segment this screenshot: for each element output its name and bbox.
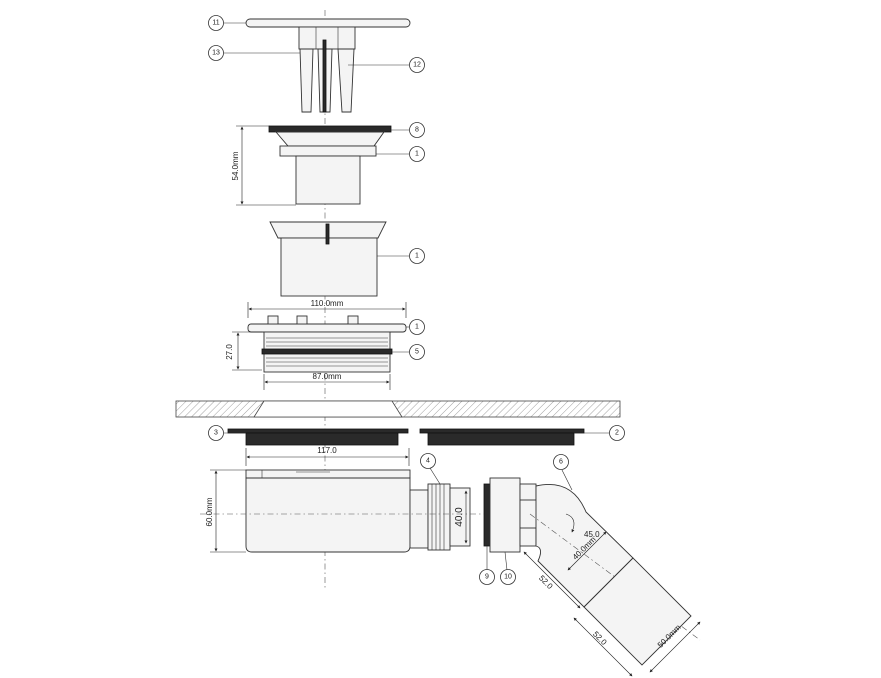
dim-110-label: 110.0mm bbox=[311, 299, 344, 308]
dimension-117: 117.0 bbox=[245, 446, 410, 466]
gasket-3 bbox=[245, 432, 399, 446]
thread-band-5 bbox=[261, 348, 393, 355]
threaded-outlet-4 bbox=[427, 483, 451, 551]
tube-1a bbox=[295, 155, 361, 205]
drain-body bbox=[245, 469, 471, 553]
svg-text:1: 1 bbox=[415, 253, 419, 260]
callout-10: 10 bbox=[500, 569, 516, 585]
dimension-54: 54.0mm bbox=[231, 125, 296, 206]
gasket-3-lip bbox=[227, 428, 409, 434]
flange-1a bbox=[279, 145, 377, 157]
callout-1-middle: 1 bbox=[409, 248, 425, 264]
dim-52a-label: 52.0 bbox=[537, 574, 555, 592]
callout-4: 4 bbox=[420, 453, 436, 469]
dimension-87: 87.0mm bbox=[263, 372, 391, 390]
dim-40-vertical-label: 40.0 bbox=[454, 507, 465, 527]
leg-right bbox=[337, 48, 355, 113]
svg-text:13: 13 bbox=[212, 50, 220, 57]
callout-11: 11 bbox=[208, 15, 224, 31]
floor-slab bbox=[175, 400, 621, 418]
svg-text:11: 11 bbox=[212, 20, 219, 27]
threaded-flange bbox=[247, 315, 407, 373]
dimension-27: 27.0 bbox=[225, 331, 262, 371]
callout-1-top: 1 bbox=[409, 146, 425, 162]
svg-text:6: 6 bbox=[559, 459, 563, 466]
svg-text:10: 10 bbox=[504, 574, 512, 581]
svg-text:3: 3 bbox=[214, 430, 218, 437]
elbow-nut-10 bbox=[489, 477, 521, 553]
svg-text:12: 12 bbox=[413, 62, 421, 69]
gasket-2 bbox=[427, 432, 575, 446]
dim-60-label: 60.0mm bbox=[205, 497, 214, 526]
callout-leaders bbox=[224, 22, 609, 571]
callout-5: 5 bbox=[409, 344, 425, 360]
svg-text:4: 4 bbox=[426, 458, 430, 465]
dim-27-label: 27.0 bbox=[225, 344, 234, 360]
cover-assembly bbox=[245, 18, 411, 113]
dim-117-label: 117.0 bbox=[317, 446, 337, 455]
svg-text:1: 1 bbox=[415, 324, 419, 331]
dim-52b-label: 52.0 bbox=[591, 630, 609, 648]
dim-87-label: 87.0mm bbox=[313, 372, 342, 381]
gaskets bbox=[227, 428, 585, 446]
callout-2: 2 bbox=[609, 425, 625, 441]
callout-9: 9 bbox=[479, 569, 495, 585]
callout-13: 13 bbox=[208, 45, 224, 61]
svg-text:5: 5 bbox=[415, 349, 419, 356]
svg-text:8: 8 bbox=[415, 127, 419, 134]
cover-hub bbox=[298, 26, 356, 50]
svg-text:1: 1 bbox=[415, 151, 419, 158]
callout-6: 6 bbox=[553, 454, 569, 470]
callout-8: 8 bbox=[409, 122, 425, 138]
o-ring-9 bbox=[483, 483, 491, 547]
callout-3: 3 bbox=[208, 425, 224, 441]
svg-text:9: 9 bbox=[485, 574, 489, 581]
svg-text:2: 2 bbox=[615, 430, 619, 437]
adapter-1b bbox=[269, 221, 387, 297]
gasket-8 bbox=[268, 125, 392, 133]
gasket-2-lip bbox=[419, 428, 585, 434]
grate-frame-assembly bbox=[268, 125, 392, 205]
leg-left bbox=[299, 48, 314, 113]
cover-plate bbox=[245, 18, 411, 28]
dimension-60: 60.0mm bbox=[205, 469, 246, 553]
dimension-110: 110.0mm bbox=[247, 299, 407, 318]
dimension-40-vertical: 40.0 bbox=[454, 490, 468, 544]
callout-12: 12 bbox=[409, 57, 425, 73]
callout-1-bottom: 1 bbox=[409, 319, 425, 335]
dim-54-label: 54.0mm bbox=[231, 151, 240, 180]
